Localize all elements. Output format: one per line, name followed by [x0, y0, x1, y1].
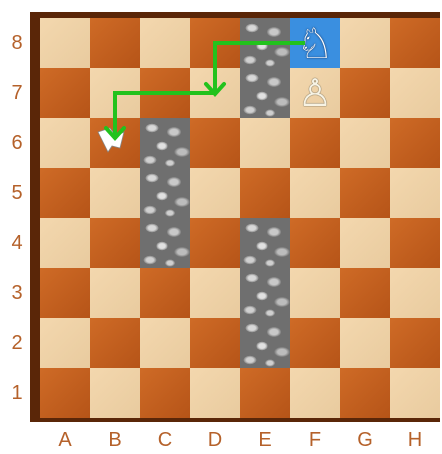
square-d7[interactable] — [190, 68, 240, 118]
square-e1[interactable] — [240, 368, 290, 418]
square-d4[interactable] — [190, 218, 240, 268]
square-a5[interactable] — [40, 168, 90, 218]
square-h4[interactable] — [390, 218, 440, 268]
square-c2[interactable] — [140, 318, 190, 368]
square-g3[interactable] — [340, 268, 390, 318]
square-c3[interactable] — [140, 268, 190, 318]
square-d3[interactable] — [190, 268, 240, 318]
flag-icon — [96, 126, 126, 156]
wall-square-c5[interactable] — [140, 168, 190, 218]
wall-square-e2[interactable] — [240, 318, 290, 368]
square-a8[interactable] — [40, 18, 90, 68]
square-h7[interactable] — [390, 68, 440, 118]
square-b7[interactable] — [90, 68, 140, 118]
square-e5[interactable] — [240, 168, 290, 218]
square-g7[interactable] — [340, 68, 390, 118]
square-f1[interactable] — [290, 368, 340, 418]
square-f3[interactable] — [290, 268, 340, 318]
square-b3[interactable] — [90, 268, 140, 318]
square-g5[interactable] — [340, 168, 390, 218]
square-f6[interactable] — [290, 118, 340, 168]
rank-label-5: 5 — [0, 168, 34, 218]
rank-label-3: 3 — [0, 268, 34, 318]
square-h8[interactable] — [390, 18, 440, 68]
square-b2[interactable] — [90, 318, 140, 368]
file-label-a: A — [40, 426, 90, 454]
square-d6[interactable] — [190, 118, 240, 168]
square-h5[interactable] — [390, 168, 440, 218]
square-a6[interactable] — [40, 118, 90, 168]
rank-label-8: 8 — [0, 18, 34, 68]
rank-label-2: 2 — [0, 318, 34, 368]
wall-square-c4[interactable] — [140, 218, 190, 268]
rank-label-6: 6 — [0, 118, 34, 168]
square-h2[interactable] — [390, 318, 440, 368]
wall-square-e3[interactable] — [240, 268, 290, 318]
square-a1[interactable] — [40, 368, 90, 418]
square-a2[interactable] — [40, 318, 90, 368]
pawn-icon[interactable]: ♙ — [290, 68, 340, 118]
square-g4[interactable] — [340, 218, 390, 268]
knight-icon[interactable]: ♘ — [290, 18, 340, 68]
square-a3[interactable] — [40, 268, 90, 318]
wall-square-e7[interactable] — [240, 68, 290, 118]
square-b1[interactable] — [90, 368, 140, 418]
square-b8[interactable] — [90, 18, 140, 68]
square-g2[interactable] — [340, 318, 390, 368]
square-g1[interactable] — [340, 368, 390, 418]
square-f5[interactable] — [290, 168, 340, 218]
square-d5[interactable] — [190, 168, 240, 218]
wall-square-e4[interactable] — [240, 218, 290, 268]
square-c1[interactable] — [140, 368, 190, 418]
square-d8[interactable] — [190, 18, 240, 68]
file-label-b: B — [90, 426, 140, 454]
square-f4[interactable] — [290, 218, 340, 268]
square-h3[interactable] — [390, 268, 440, 318]
square-h6[interactable] — [390, 118, 440, 168]
file-label-d: D — [190, 426, 240, 454]
wall-square-c6[interactable] — [140, 118, 190, 168]
file-label-c: C — [140, 426, 190, 454]
file-label-f: F — [290, 426, 340, 454]
square-c7[interactable] — [140, 68, 190, 118]
square-f2[interactable] — [290, 318, 340, 368]
square-b4[interactable] — [90, 218, 140, 268]
rank-label-1: 1 — [0, 368, 34, 418]
square-c8[interactable] — [140, 18, 190, 68]
square-e6[interactable] — [240, 118, 290, 168]
square-h1[interactable] — [390, 368, 440, 418]
square-g6[interactable] — [340, 118, 390, 168]
rank-label-4: 4 — [0, 218, 34, 268]
chess-board: ♘♙ — [40, 18, 440, 418]
wall-square-e8[interactable] — [240, 18, 290, 68]
square-g8[interactable] — [340, 18, 390, 68]
file-label-g: G — [340, 426, 390, 454]
square-a4[interactable] — [40, 218, 90, 268]
file-label-h: H — [390, 426, 440, 454]
square-d2[interactable] — [190, 318, 240, 368]
rank-label-7: 7 — [0, 68, 34, 118]
square-d1[interactable] — [190, 368, 240, 418]
square-b5[interactable] — [90, 168, 140, 218]
square-a7[interactable] — [40, 68, 90, 118]
file-label-e: E — [240, 426, 290, 454]
